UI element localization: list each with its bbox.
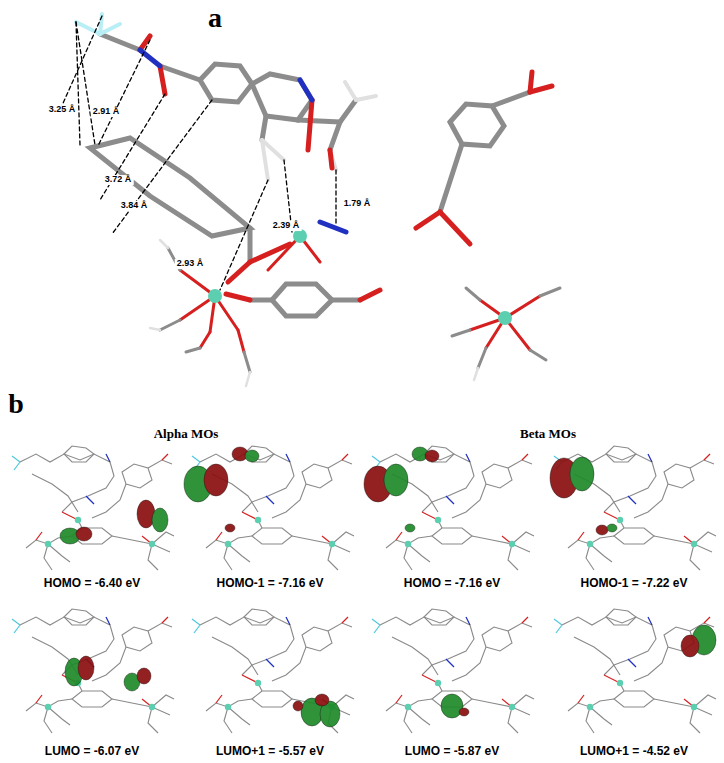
distance-label: 2.91 Å — [91, 107, 122, 117]
panel-letter: a — [208, 3, 222, 34]
column-heading: Beta MOs — [520, 427, 576, 441]
distance-label: 3.72 Å — [103, 175, 134, 185]
energy-label: LUMO+1 = -5.57 eV — [216, 745, 324, 758]
distance-label: 2.93 Å — [175, 259, 206, 269]
distance-label: 1.79 Å — [342, 199, 373, 209]
energy-label: HOMO = -7.16 eV — [404, 577, 500, 590]
energy-label: HOMO-1 = -7.16 eV — [216, 577, 323, 590]
energy-label: HOMO = -6.40 eV — [44, 577, 140, 590]
energy-label: HOMO-1 = -7.22 eV — [580, 577, 687, 590]
panel-letter: b — [8, 389, 24, 420]
column-heading: Alpha MOs — [154, 427, 219, 441]
distance-label: 3.25 Å — [47, 105, 78, 115]
energy-label: LUMO = -6.07 eV — [45, 745, 139, 758]
energy-label: LUMO = -5.87 eV — [405, 745, 499, 758]
energy-label: LUMO+1 = -4.52 eV — [580, 745, 688, 758]
distance-label: 3.84 Å — [119, 201, 150, 211]
distance-label: 2.39 Å — [271, 221, 302, 231]
